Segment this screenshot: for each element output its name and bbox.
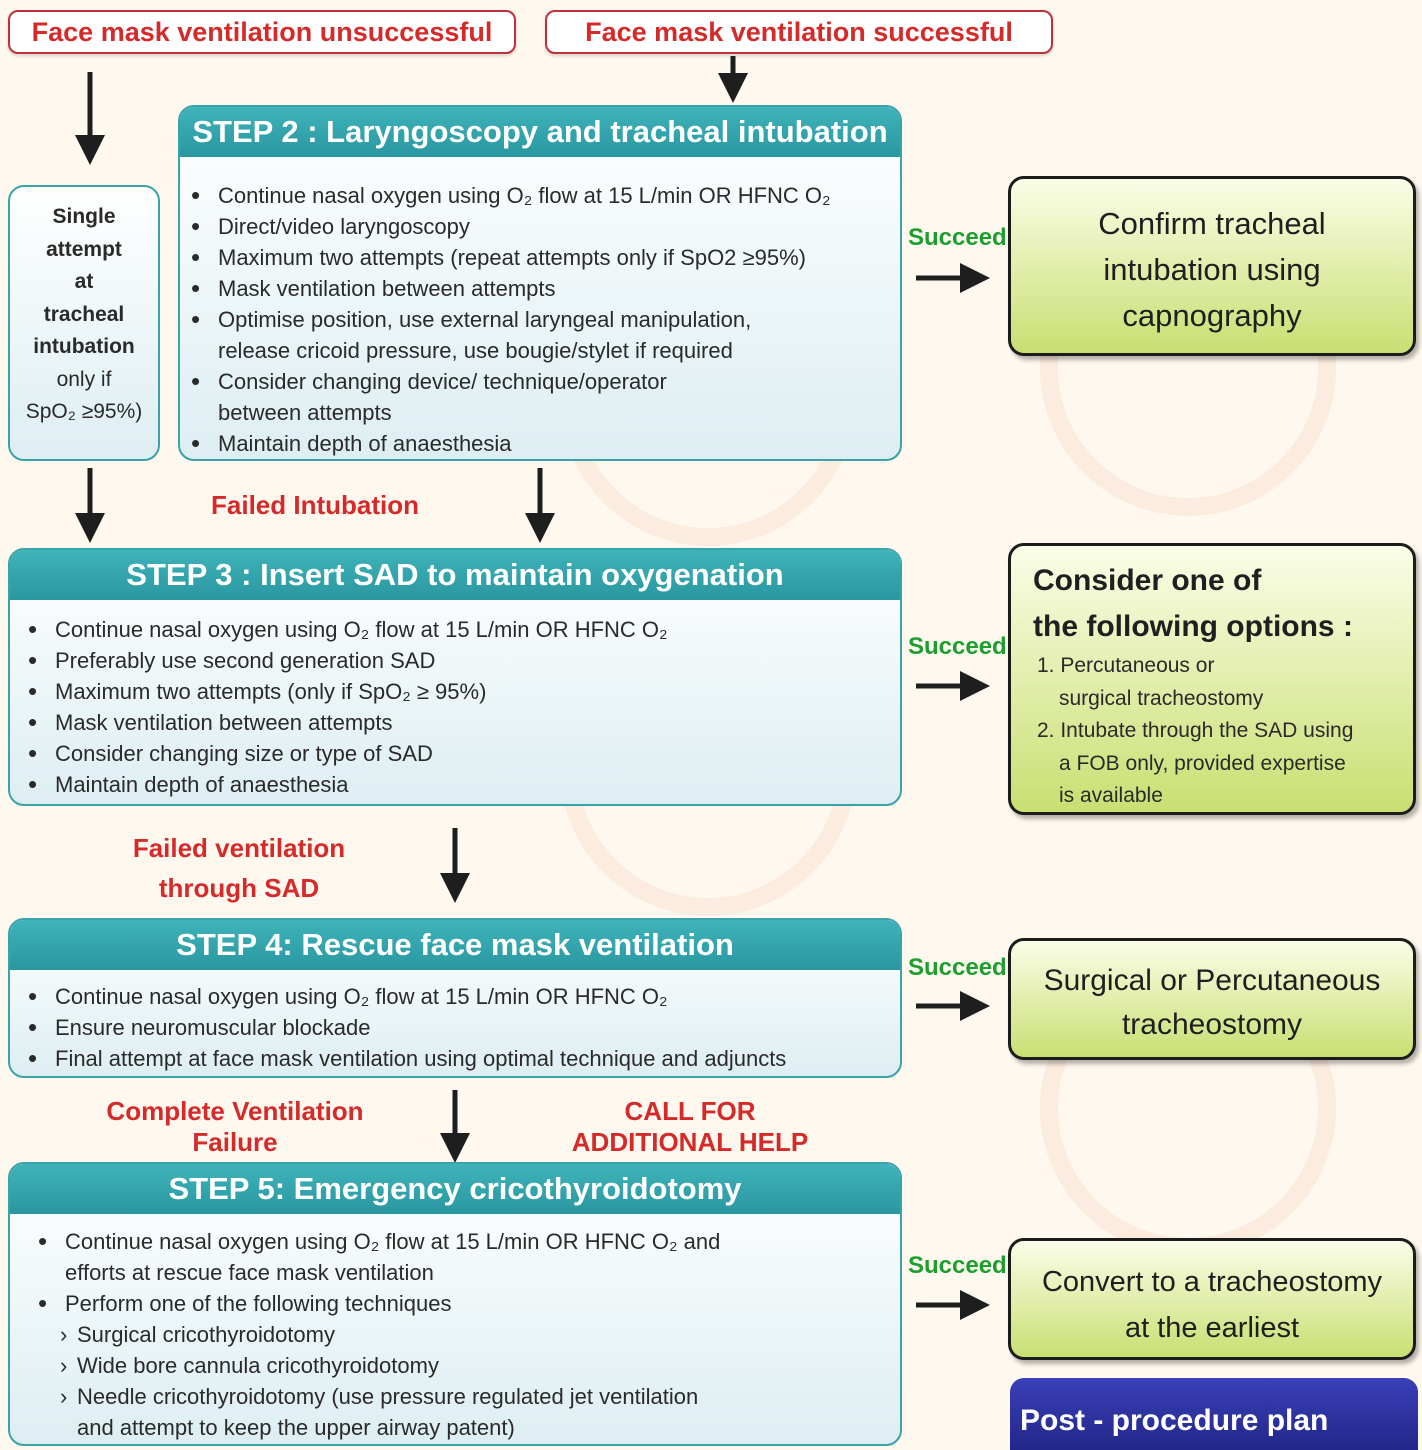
step2-item: Optimise position, use external laryngea… <box>191 304 900 335</box>
step5-item: and attempt to keep the upper airway pat… <box>77 1415 515 1440</box>
consider-option: is available <box>1059 784 1163 807</box>
step5-item: Perform one of the following techniques <box>38 1288 900 1319</box>
step2-item: between attempts <box>218 400 392 425</box>
step5-item: Wide bore cannula cricothyroidotomy <box>60 1350 900 1381</box>
step3-title: STEP 3 : Insert SAD to maintain oxygenat… <box>10 550 900 600</box>
consider-heading: the following options : <box>1033 610 1353 643</box>
confirm-line: Confirm tracheal <box>1098 206 1326 241</box>
consider-option: a FOB only, provided expertise <box>1059 751 1346 775</box>
step5-item: efforts at rescue face mask ventilation <box>65 1260 434 1285</box>
confirm-line: intubation using <box>1103 252 1321 287</box>
step5-item: Surgical cricothyroidotomy <box>60 1319 900 1350</box>
step2-list: Continue nasal oxygen using O₂ flow at 1… <box>180 157 900 459</box>
side-line: intubation <box>33 335 135 358</box>
step4-item: Final attempt at face mask ventilation u… <box>28 1043 900 1074</box>
complete-failure-line: Failure <box>192 1127 278 1157</box>
consider-option: 1. Percutaneous or <box>1037 654 1215 677</box>
surgical-line: tracheostomy <box>1121 1008 1303 1041</box>
confirm-line: capnography <box>1122 298 1302 333</box>
step5-item: Needle cricothyroidotomy (use pressure r… <box>60 1381 900 1412</box>
step2-item: Maintain depth of anaesthesia <box>191 428 900 459</box>
step5-list: Continue nasal oxygen using O₂ flow at 1… <box>10 1214 900 1443</box>
convert-tracheostomy-box: Convert to a tracheostomy at the earlies… <box>1008 1238 1416 1360</box>
step3-item: Consider changing size or type of SAD <box>28 738 900 769</box>
post-procedure-plan: Post - procedure plan <box>1010 1378 1418 1450</box>
side-line: Single <box>52 205 116 228</box>
consider-option-list: 1. Percutaneous or surgical tracheostomy… <box>1033 650 1413 813</box>
step5-title: STEP 5: Emergency cricothyroidotomy <box>10 1164 900 1214</box>
step4-item: Ensure neuromuscular blockade <box>28 1012 900 1043</box>
call-help-line: ADDITIONAL HELP <box>571 1127 809 1157</box>
step3-item: Maintain depth of anaesthesia <box>28 769 900 800</box>
face-mask-unsuccessful-label: Face mask ventilation unsuccessful <box>8 10 516 54</box>
step3-item: Maximum two attempts (only if SpO₂ ≥ 95%… <box>28 676 900 707</box>
step2-box: STEP 2 : Laryngoscopy and tracheal intub… <box>178 105 902 461</box>
failed-ventilation-line: Failed ventilation <box>132 833 346 863</box>
convert-line: Convert to a tracheostomy <box>1041 1266 1383 1298</box>
step2-item: Maximum two attempts (repeat attempts on… <box>191 242 900 273</box>
step3-item: Continue nasal oxygen using O₂ flow at 1… <box>28 614 900 645</box>
side-line: attempt <box>46 237 122 261</box>
succeed-label: Succeed <box>908 1252 1007 1279</box>
consider-options-box: Consider one of the following options : … <box>1008 543 1416 815</box>
succeed-label: Succeed <box>908 954 1007 981</box>
step2-item: Consider changing device/ technique/oper… <box>191 366 900 397</box>
confirm-intubation-box: Confirm tracheal intubation using capnog… <box>1008 176 1416 356</box>
single-attempt-box: Single attempt at tracheal intubation on… <box>8 185 160 461</box>
succeed-label: Succeed <box>908 633 1007 660</box>
step3-box: STEP 3 : Insert SAD to maintain oxygenat… <box>8 548 902 806</box>
consider-option: 2. Intubate through the SAD using <box>1037 719 1354 742</box>
consider-option: surgical tracheostomy <box>1059 686 1264 710</box>
failed-ventilation-label: Failed ventilation through SAD <box>100 828 378 908</box>
step2-item: Continue nasal oxygen using O₂ flow at 1… <box>191 180 900 211</box>
side-line: only if <box>56 367 112 391</box>
failed-intubation-label: Failed Intubation <box>211 490 419 520</box>
step3-item: Mask ventilation between attempts <box>28 707 900 738</box>
step4-box: STEP 4: Rescue face mask ventilation Con… <box>8 918 902 1078</box>
consider-heading: Consider one of <box>1033 564 1262 597</box>
side-line: SpO₂ ≥95%) <box>25 400 143 423</box>
step5-box: STEP 5: Emergency cricothyroidotomy Cont… <box>8 1162 902 1446</box>
side-line: tracheal <box>43 302 125 326</box>
step2-title: STEP 2 : Laryngoscopy and tracheal intub… <box>180 107 900 157</box>
surgical-line: Surgical or Percutaneous <box>1043 964 1381 997</box>
step2-item: Direct/video laryngoscopy <box>191 211 900 242</box>
step2-item: release cricoid pressure, use bougie/sty… <box>218 338 733 363</box>
step4-title: STEP 4: Rescue face mask ventilation <box>10 920 900 970</box>
step3-item: Preferably use second generation SAD <box>28 645 900 676</box>
side-line: at <box>74 270 94 293</box>
failed-ventilation-line: through SAD <box>158 873 320 903</box>
complete-failure-label: Complete Ventilation Failure <box>70 1096 400 1158</box>
step3-list: Continue nasal oxygen using O₂ flow at 1… <box>10 600 900 800</box>
complete-failure-line: Complete Ventilation <box>106 1096 364 1126</box>
step4-list: Continue nasal oxygen using O₂ flow at 1… <box>10 970 900 1074</box>
call-help-label: CALL FOR ADDITIONAL HELP <box>560 1096 820 1158</box>
call-help-line: CALL FOR <box>624 1096 756 1126</box>
succeed-label: Succeed <box>908 224 1007 251</box>
face-mask-successful-label: Face mask ventilation successful <box>545 10 1053 54</box>
step5-item: Continue nasal oxygen using O₂ flow at 1… <box>38 1226 900 1257</box>
convert-line: at the earliest <box>1124 1312 1300 1344</box>
step2-item: Mask ventilation between attempts <box>191 273 900 304</box>
step4-item: Continue nasal oxygen using O₂ flow at 1… <box>28 981 900 1012</box>
surgical-tracheostomy-box: Surgical or Percutaneous tracheostomy <box>1008 938 1416 1060</box>
